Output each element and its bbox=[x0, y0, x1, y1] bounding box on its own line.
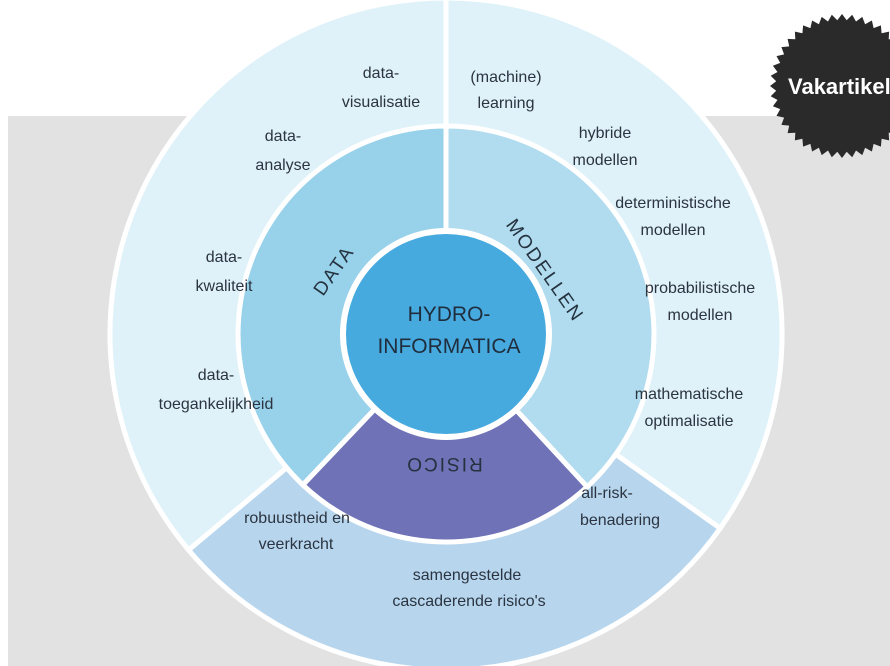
modellen-item-deterministisch-line2: modellen bbox=[641, 222, 706, 239]
core-label-line1: HYDRO- bbox=[408, 303, 491, 326]
data-item-analyse-line1: data- bbox=[265, 128, 301, 145]
risico-item-allrisk-line1: all-risk- bbox=[581, 485, 633, 502]
badge-label: Vakartikel bbox=[788, 74, 890, 99]
data-item-analyse-line2: analyse bbox=[255, 157, 310, 174]
modellen-item-hybride-line2: modellen bbox=[573, 152, 638, 169]
vakartikel-badge: Vakartikel bbox=[770, 14, 890, 158]
risico-item-cascade-line2: cascaderende risico's bbox=[392, 593, 545, 610]
middle-sector-modellen bbox=[443, 123, 657, 491]
segment-label-risico: RISICO bbox=[405, 453, 482, 474]
data-item-kwaliteit-line2: kwaliteit bbox=[196, 278, 253, 295]
risico-item-allrisk-line2: benadering bbox=[580, 512, 660, 529]
modellen-item-hybride-line1: hybride bbox=[579, 125, 632, 142]
data-item-toegankelijkheid-line1: data- bbox=[198, 367, 234, 384]
modellen-item-optimalisatie-line2: optimalisatie bbox=[645, 413, 734, 430]
risico-item-robuustheid-line2: veerkracht bbox=[259, 536, 334, 553]
core-circle bbox=[340, 228, 552, 440]
modellen-item-probabilistisch-line1: probabilistische bbox=[645, 280, 755, 297]
data-item-toegankelijkheid-line2: toegankelijkheid bbox=[159, 396, 274, 413]
data-item-visualisatie-line1: data- bbox=[363, 65, 399, 82]
modellen-item-optimalisatie-line1: mathematische bbox=[635, 386, 744, 403]
modellen-item-probabilistisch-line2: modellen bbox=[668, 307, 733, 324]
middle-sector-data bbox=[235, 123, 449, 489]
modellen-item-learning-line2: learning bbox=[478, 95, 535, 112]
risico-item-cascade-line1: samengestelde bbox=[413, 567, 522, 584]
risico-item-robuustheid-line1: robuustheid en bbox=[244, 510, 350, 527]
data-item-kwaliteit-line1: data- bbox=[206, 249, 242, 266]
data-item-visualisatie-line2: visualisatie bbox=[342, 94, 420, 111]
badge-seal-shape bbox=[770, 14, 890, 158]
core-label-line2: INFORMATICA bbox=[377, 335, 520, 358]
modellen-item-learning-line1: (machine) bbox=[470, 69, 541, 86]
modellen-item-deterministisch-line1: deterministische bbox=[615, 195, 731, 212]
